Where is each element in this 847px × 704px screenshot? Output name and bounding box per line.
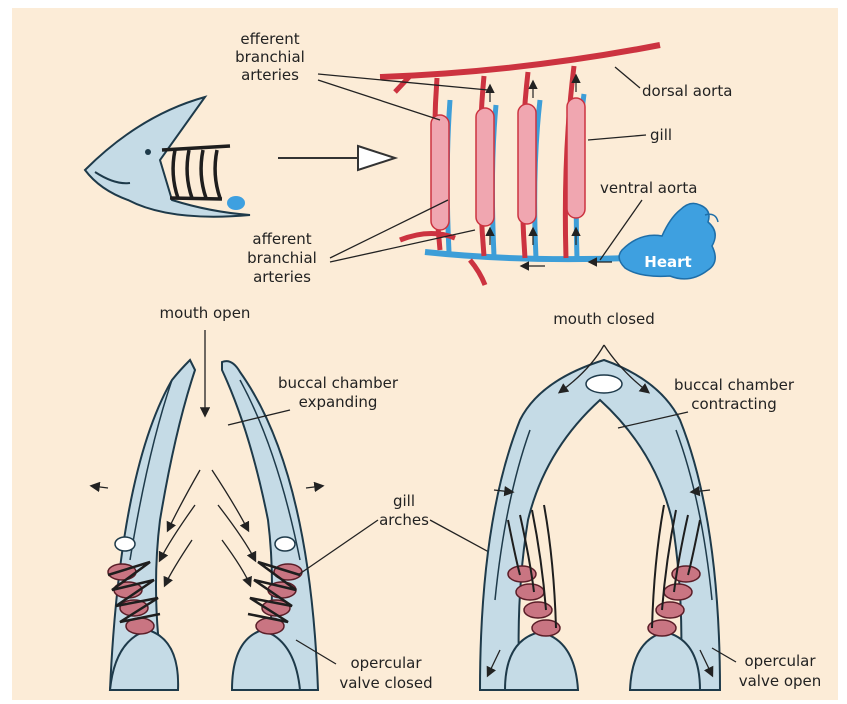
gill-label: gill [650, 126, 672, 144]
efferent-label-line2: branchial [235, 48, 305, 66]
efferent-label-line3: arteries [241, 66, 299, 84]
buccal-expanding-line1: buccal chamber [278, 374, 399, 392]
afferent-label-line3: arteries [253, 268, 311, 286]
afferent-label: afferent branchial arteries [247, 230, 317, 286]
buccal-contracting-line2: contracting [691, 395, 777, 413]
heart-label: Heart [644, 253, 691, 271]
buccal-expanding-line2: expanding [299, 393, 378, 411]
ventral-aorta-label: ventral aorta [600, 179, 697, 197]
efferent-label-line1: efferent [240, 30, 299, 48]
buccal-contracting-line1: buccal chamber [674, 376, 795, 394]
gill-arches-line1: gill [393, 492, 415, 510]
opercular-closed-line1: opercular [350, 654, 422, 672]
afferent-label-line2: branchial [247, 249, 317, 267]
opercular-closed-line2: valve closed [339, 674, 432, 692]
gill-arches-line2: arches [379, 511, 429, 529]
efferent-label: efferent branchial arteries [235, 30, 305, 84]
mouth-open-label: mouth open [160, 304, 251, 322]
dorsal-aorta-label: dorsal aorta [642, 82, 732, 100]
opercular-open-line2: valve open [739, 672, 822, 690]
afferent-label-line1: afferent [252, 230, 311, 248]
mouth-closed-label: mouth closed [553, 310, 655, 328]
opercular-open-line1: opercular [744, 652, 816, 670]
